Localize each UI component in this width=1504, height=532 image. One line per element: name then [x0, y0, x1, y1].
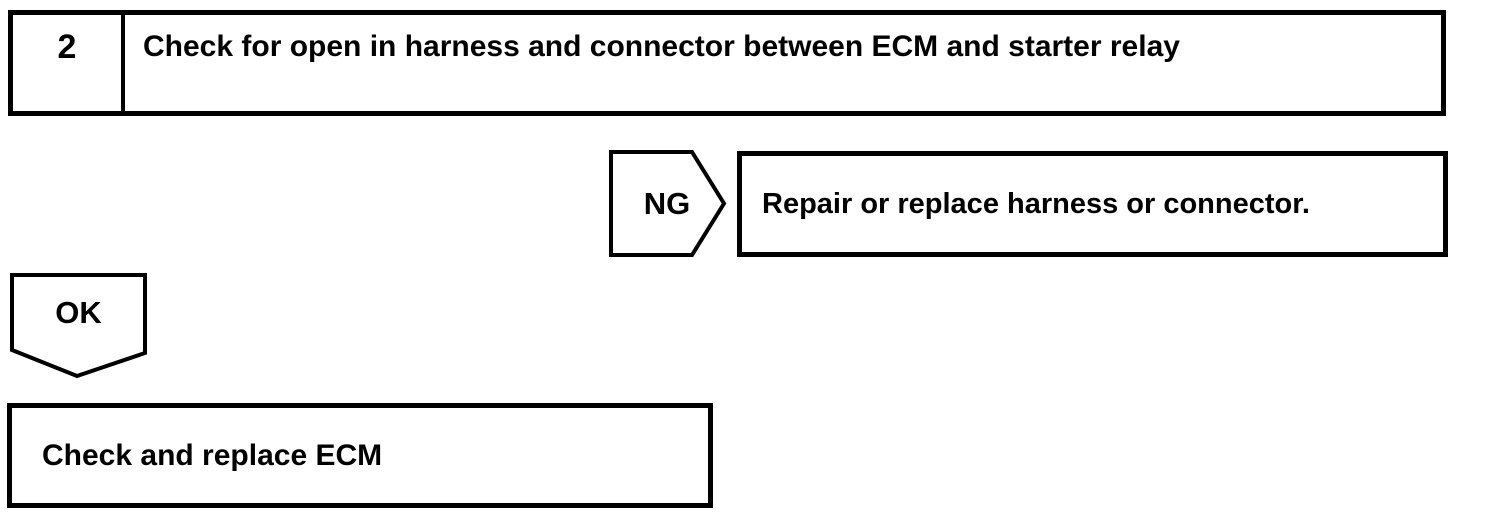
ok-label: OK — [55, 294, 102, 330]
ok-pentagon-shape — [10, 273, 147, 379]
step-header-box: 2 Check for open in harness and connecto… — [8, 10, 1446, 116]
ng-pentagon-shape — [609, 150, 727, 257]
ng-label: NG — [643, 186, 691, 221]
ok-action-box: Check and replace ECM — [7, 403, 713, 508]
step-number: 2 — [13, 15, 125, 111]
ng-action-text: Repair or replace harness or connector. — [762, 187, 1310, 220]
ok-connector: OK — [10, 273, 147, 379]
ng-connector: NG — [609, 150, 727, 257]
ng-action-box: Repair or replace harness or connector. — [737, 151, 1448, 257]
step-title: Check for open in harness and connector … — [143, 30, 1180, 63]
ok-action-text: Check and replace ECM — [42, 438, 383, 472]
